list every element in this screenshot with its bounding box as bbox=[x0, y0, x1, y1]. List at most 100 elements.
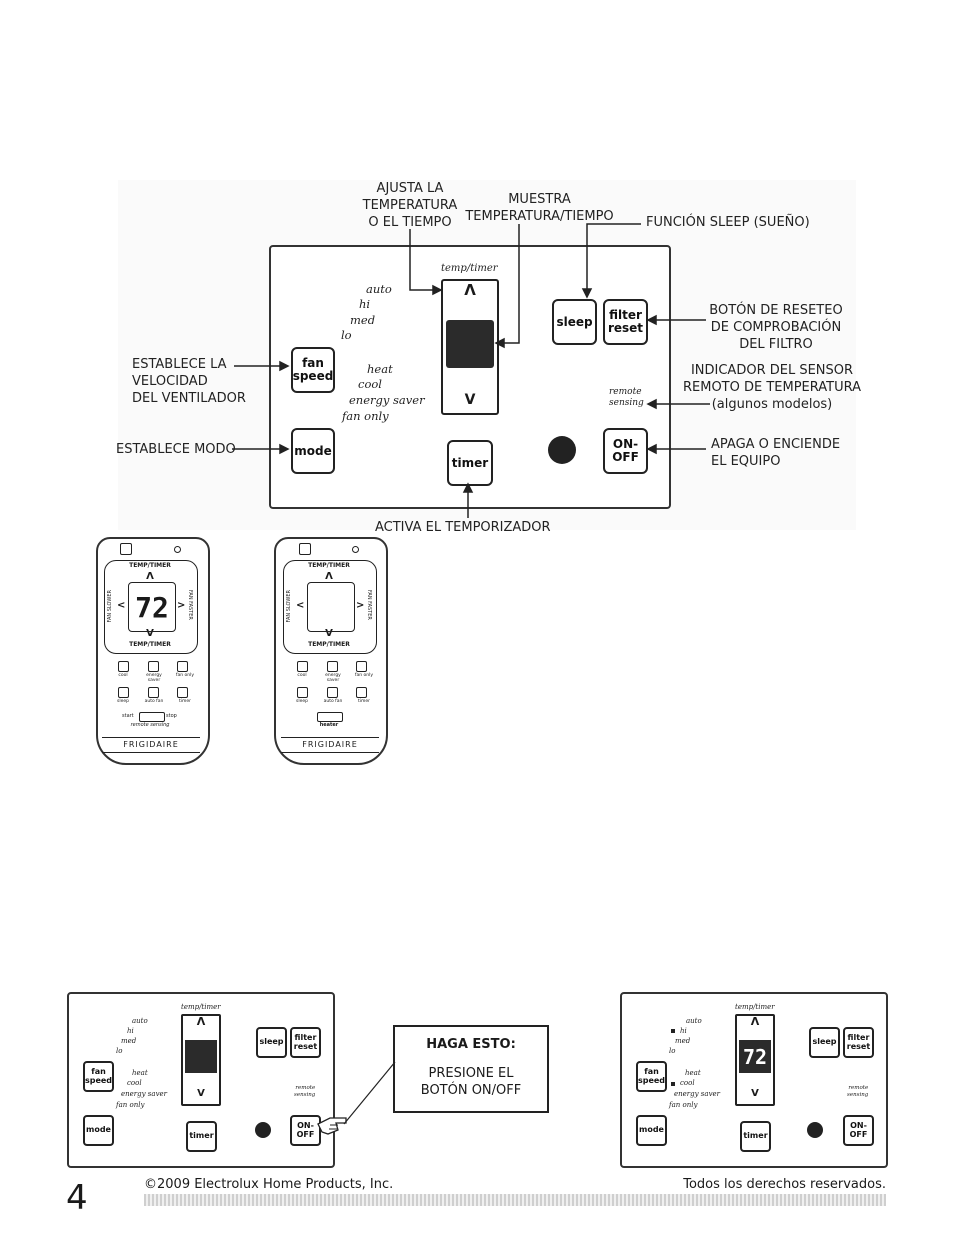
mode-cool: cool bbox=[358, 377, 382, 391]
auto-fan-button[interactable] bbox=[147, 687, 159, 698]
indicator-icon bbox=[352, 546, 359, 553]
energy-saver-button[interactable] bbox=[147, 661, 159, 672]
brand-logo: FRIGIDAIRE bbox=[281, 737, 379, 753]
left-icon[interactable]: < bbox=[117, 600, 126, 611]
callout-sleep: FUNCIÓN SLEEP (SUEÑO) bbox=[646, 215, 810, 230]
label-row-1: cool energy saver fan only bbox=[289, 673, 377, 683]
fan-speed-button[interactable]: fan speed bbox=[636, 1061, 667, 1092]
dpad[interactable] bbox=[104, 560, 198, 654]
callout-shows: MUESTRA TEMPERATURA/TIEMPO bbox=[465, 192, 614, 224]
temp-up-icon[interactable]: Λ bbox=[750, 1015, 760, 1028]
filter-reset-button[interactable]: filter reset bbox=[603, 299, 648, 345]
up-icon[interactable]: Λ bbox=[325, 571, 333, 582]
sleep-button[interactable]: sleep bbox=[552, 299, 597, 345]
energy-saver-label: energy saver bbox=[146, 673, 162, 683]
fan-level-auto: auto bbox=[132, 1017, 148, 1025]
mode-cool: cool bbox=[680, 1079, 695, 1087]
on-off-button[interactable]: ON- OFF bbox=[290, 1115, 321, 1146]
fan-faster-label: FAN FASTER bbox=[366, 590, 372, 620]
button-row-1 bbox=[118, 661, 188, 672]
cool-button[interactable] bbox=[297, 661, 308, 672]
fan-speed-button[interactable]: fan speed bbox=[83, 1061, 114, 1092]
remote-sensing-label: remote sensing bbox=[847, 1085, 869, 1098]
on-off-button[interactable]: ON- OFF bbox=[843, 1115, 874, 1146]
display-screen bbox=[185, 1040, 217, 1073]
sleep-button[interactable] bbox=[118, 687, 129, 698]
sleep-button[interactable]: sleep bbox=[809, 1027, 840, 1058]
callout-fan-speed: ESTABLECE LA VELOCIDAD DEL VENTILADOR bbox=[132, 357, 246, 406]
mode-energy-saver: energy saver bbox=[121, 1090, 168, 1098]
mode-fan-only: fan only bbox=[342, 409, 389, 423]
mode-button[interactable]: mode bbox=[636, 1115, 667, 1146]
mode-button[interactable]: mode bbox=[291, 428, 335, 474]
sleep-button[interactable] bbox=[297, 687, 308, 698]
temp-timer-top-label: TEMP/TIMER bbox=[129, 562, 171, 569]
callout-on-off: APAGA O ENCIENDE EL EQUIPO bbox=[711, 437, 841, 469]
down-icon[interactable]: V bbox=[146, 628, 154, 639]
pointing-hand-icon bbox=[317, 1117, 347, 1135]
mode-heat: heat bbox=[685, 1069, 701, 1077]
indicator-icon bbox=[174, 546, 181, 553]
timer-button[interactable]: timer bbox=[447, 440, 493, 486]
timer-button[interactable]: timer bbox=[740, 1121, 771, 1152]
rights-notice: Todos los derechos reservados. bbox=[683, 1177, 886, 1192]
callout-remote-sensor: INDICADOR DEL SENSOR REMOTO DE TEMPERATU… bbox=[682, 363, 862, 412]
display-screen bbox=[446, 320, 494, 368]
fan-level-med: med bbox=[121, 1037, 137, 1045]
remote-sensing-label: remote sensing bbox=[130, 722, 170, 728]
temp-down-icon[interactable]: V bbox=[751, 1088, 759, 1099]
remote-sensor-dot bbox=[255, 1122, 271, 1138]
timer-button[interactable]: timer bbox=[186, 1121, 217, 1152]
filter-reset-button[interactable]: filter reset bbox=[290, 1027, 321, 1058]
callout-adjusts: AJUSTA LA TEMPERATURA O EL TIEMPO bbox=[362, 181, 458, 230]
on-off-button[interactable]: ON- OFF bbox=[603, 428, 648, 474]
heater-button[interactable] bbox=[317, 712, 343, 722]
temp-rocker[interactable] bbox=[181, 1014, 221, 1106]
temp-down-icon[interactable]: V bbox=[464, 392, 476, 408]
auto-fan-button[interactable] bbox=[326, 687, 338, 698]
sleep-button[interactable]: sleep bbox=[256, 1027, 287, 1058]
remote-display bbox=[307, 582, 355, 632]
fan-only-button[interactable] bbox=[356, 661, 367, 672]
sleep-label: sleep bbox=[296, 699, 308, 704]
filter-reset-button[interactable]: filter reset bbox=[843, 1027, 874, 1058]
timer-label: timer bbox=[178, 699, 192, 704]
timer-button[interactable] bbox=[177, 687, 188, 698]
callout-timer: ACTIVA EL TEMPORIZADOR bbox=[375, 520, 551, 535]
fan-only-label: fan only bbox=[175, 673, 195, 678]
up-icon[interactable]: Λ bbox=[146, 571, 154, 582]
fan-speed-button[interactable]: fan speed bbox=[291, 347, 335, 393]
cool-button[interactable] bbox=[118, 661, 129, 672]
left-icon[interactable]: < bbox=[296, 600, 305, 611]
fan-level-lo: lo bbox=[341, 328, 352, 342]
fan-only-button[interactable] bbox=[177, 661, 188, 672]
remote-sensor-dot bbox=[548, 436, 576, 464]
fan-faster-label: FAN FASTER bbox=[187, 590, 193, 620]
fan-only-label: fan only bbox=[354, 673, 374, 678]
dpad[interactable] bbox=[283, 560, 377, 654]
fan-level-med: med bbox=[675, 1037, 691, 1045]
fan-level-lo: lo bbox=[116, 1047, 123, 1055]
power-icon[interactable] bbox=[299, 543, 311, 555]
button-row-2 bbox=[297, 687, 367, 698]
mode-button[interactable]: mode bbox=[83, 1115, 114, 1146]
power-icon[interactable] bbox=[120, 543, 132, 555]
right-icon[interactable]: > bbox=[177, 600, 186, 611]
temp-timer-label: temp/timer bbox=[441, 263, 498, 274]
active-indicator bbox=[671, 1082, 675, 1086]
right-icon[interactable]: > bbox=[356, 600, 365, 611]
timer-button[interactable] bbox=[356, 687, 367, 698]
copyright: ©2009 Electrolux Home Products, Inc. bbox=[144, 1177, 394, 1192]
cool-label: cool bbox=[297, 673, 307, 678]
down-icon[interactable]: V bbox=[325, 628, 333, 639]
label-row-1: cool energy saver fan only bbox=[110, 673, 198, 683]
footer-bar bbox=[144, 1194, 886, 1206]
temp-timer-bottom-label: TEMP/TIMER bbox=[308, 641, 350, 648]
temp-up-icon[interactable]: Λ bbox=[196, 1015, 206, 1028]
temp-down-icon[interactable]: V bbox=[197, 1088, 205, 1099]
temp-up-icon[interactable]: Λ bbox=[464, 281, 476, 299]
temp-rocker[interactable] bbox=[735, 1014, 775, 1106]
temp-timer-label: temp/timer bbox=[181, 1003, 221, 1011]
energy-saver-button[interactable] bbox=[326, 661, 338, 672]
remote-sensing-button[interactable] bbox=[139, 712, 165, 722]
